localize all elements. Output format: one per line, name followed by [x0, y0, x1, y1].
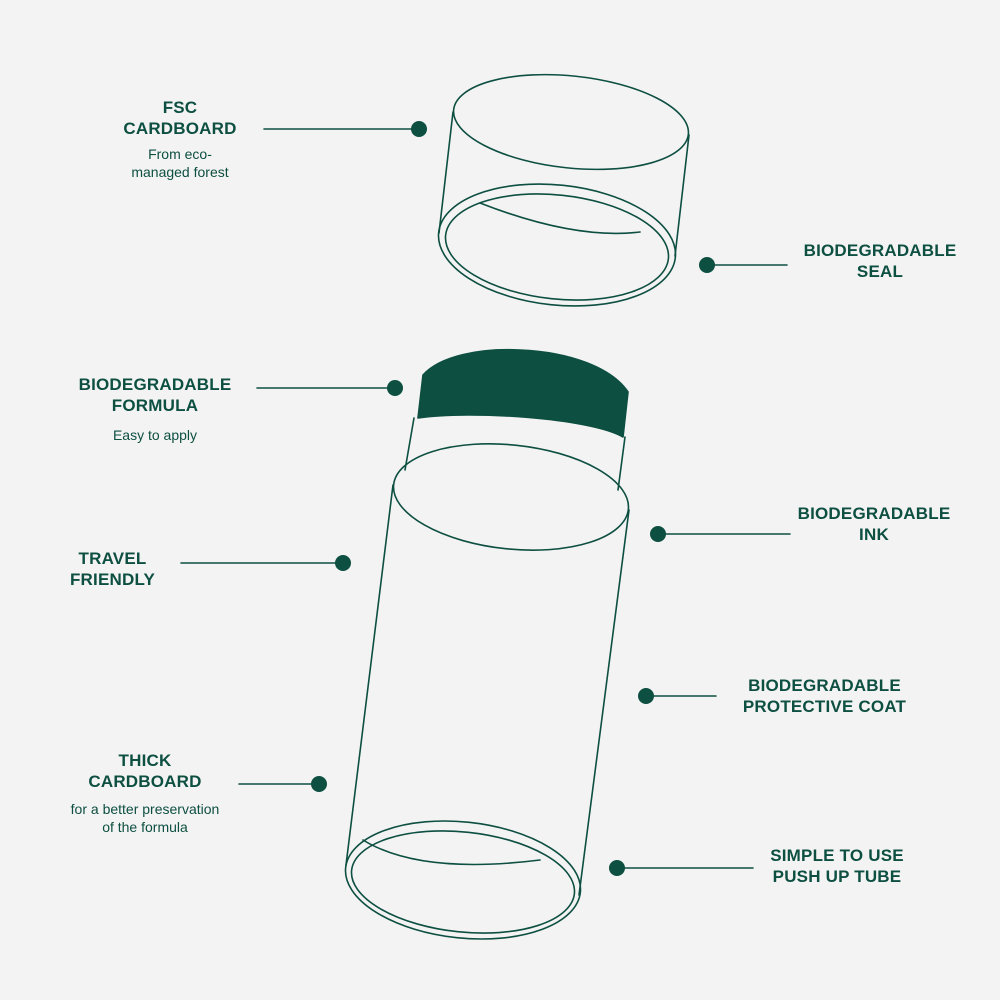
leader-lines — [180, 128, 791, 869]
callout-dot — [335, 555, 351, 571]
label-fsc-cardboard: FSC CARDBOARD From eco- managed forest — [110, 97, 250, 181]
callout-dots — [311, 121, 715, 876]
label-biodegradable-seal-title: BIODEGRADABLE SEAL — [803, 241, 957, 281]
label-travel-friendly-title: TRAVEL FRIENDLY — [69, 549, 156, 589]
label-travel-friendly: TRAVEL FRIENDLY — [50, 548, 175, 590]
tube-illustration — [344, 443, 630, 940]
label-biodegradable-protective-coat-title: BIODEGRADABLE PROTECTIVE COAT — [742, 676, 907, 716]
label-thick-cardboard-title: THICK CARDBOARD — [88, 751, 202, 791]
callout-dot — [650, 526, 666, 542]
label-biodegradable-formula-subtitle: Easy to apply — [112, 427, 198, 443]
callout-dot — [387, 380, 403, 396]
label-simple-to-use: SIMPLE TO USE PUSH UP TUBE — [757, 845, 917, 887]
callout-dot — [699, 257, 715, 273]
label-biodegradable-formula: BIODEGRADABLE FORMULA Easy to apply — [70, 374, 240, 444]
label-thick-cardboard-subtitle: for a better preservation of the formula — [70, 801, 220, 835]
label-fsc-cardboard-subtitle: From eco- managed forest — [131, 146, 229, 180]
label-simple-to-use-title: SIMPLE TO USE PUSH UP TUBE — [770, 846, 904, 886]
label-biodegradable-ink-title: BIODEGRADABLE INK — [797, 504, 951, 544]
cap-illustration — [437, 73, 690, 307]
label-biodegradable-formula-title: BIODEGRADABLE FORMULA — [78, 375, 232, 415]
label-fsc-cardboard-title: FSC CARDBOARD — [123, 98, 237, 138]
callout-dot — [609, 860, 625, 876]
formula-stick-illustration — [404, 348, 629, 491]
label-biodegradable-seal: BIODEGRADABLE SEAL — [795, 240, 965, 282]
label-biodegradable-ink: BIODEGRADABLE INK — [789, 503, 959, 545]
label-thick-cardboard: THICK CARDBOARD for a better preservatio… — [45, 750, 245, 836]
callout-dot — [411, 121, 427, 137]
label-biodegradable-protective-coat: BIODEGRADABLE PROTECTIVE COAT — [722, 675, 927, 717]
callout-dot — [638, 688, 654, 704]
callout-dot — [311, 776, 327, 792]
